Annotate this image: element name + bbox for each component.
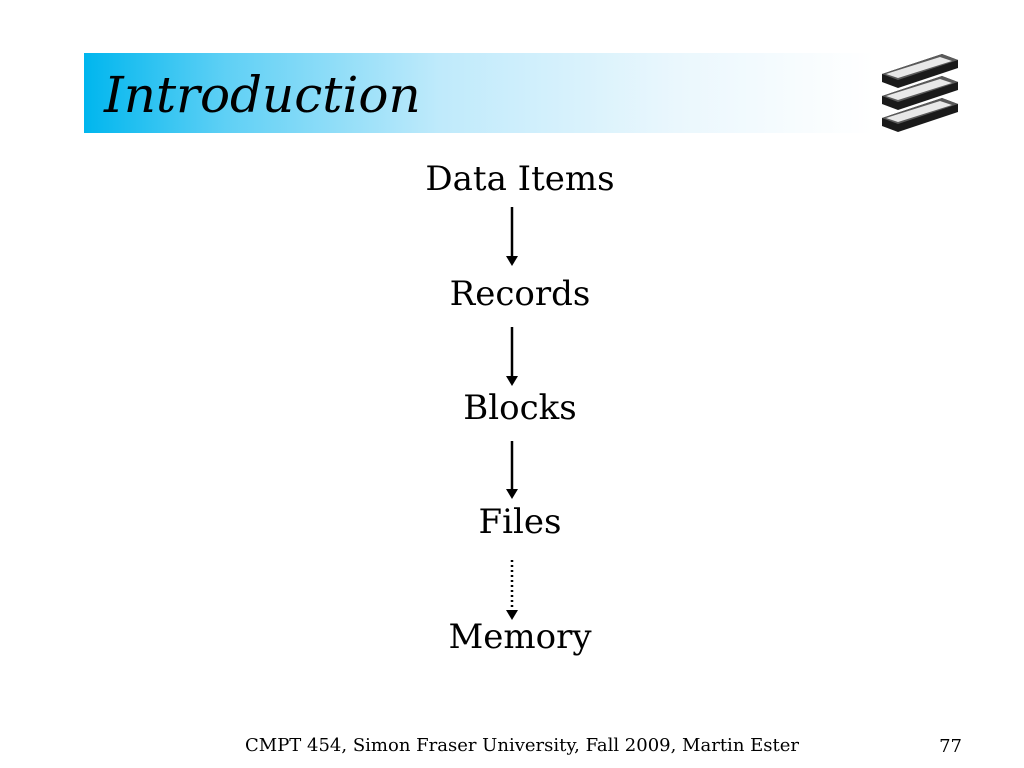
node-data-items: Data Items [425, 159, 615, 199]
page-number: 77 [939, 736, 962, 757]
node-blocks: Blocks [463, 388, 577, 428]
arrow-data-items-to-records [506, 207, 518, 266]
node-memory: Memory [448, 617, 592, 657]
arrow-files-to-memory-dotted [506, 560, 518, 620]
node-records: Records [449, 274, 591, 314]
arrow-blocks-to-files [506, 441, 518, 499]
slide-title: Introduction [104, 66, 421, 124]
node-files: Files [478, 502, 562, 542]
stacked-disks-icon [882, 54, 958, 132]
arrow-records-to-blocks [506, 327, 518, 386]
footer-course-info: CMPT 454, Simon Fraser University, Fall … [244, 735, 799, 756]
title-bar [84, 53, 874, 133]
